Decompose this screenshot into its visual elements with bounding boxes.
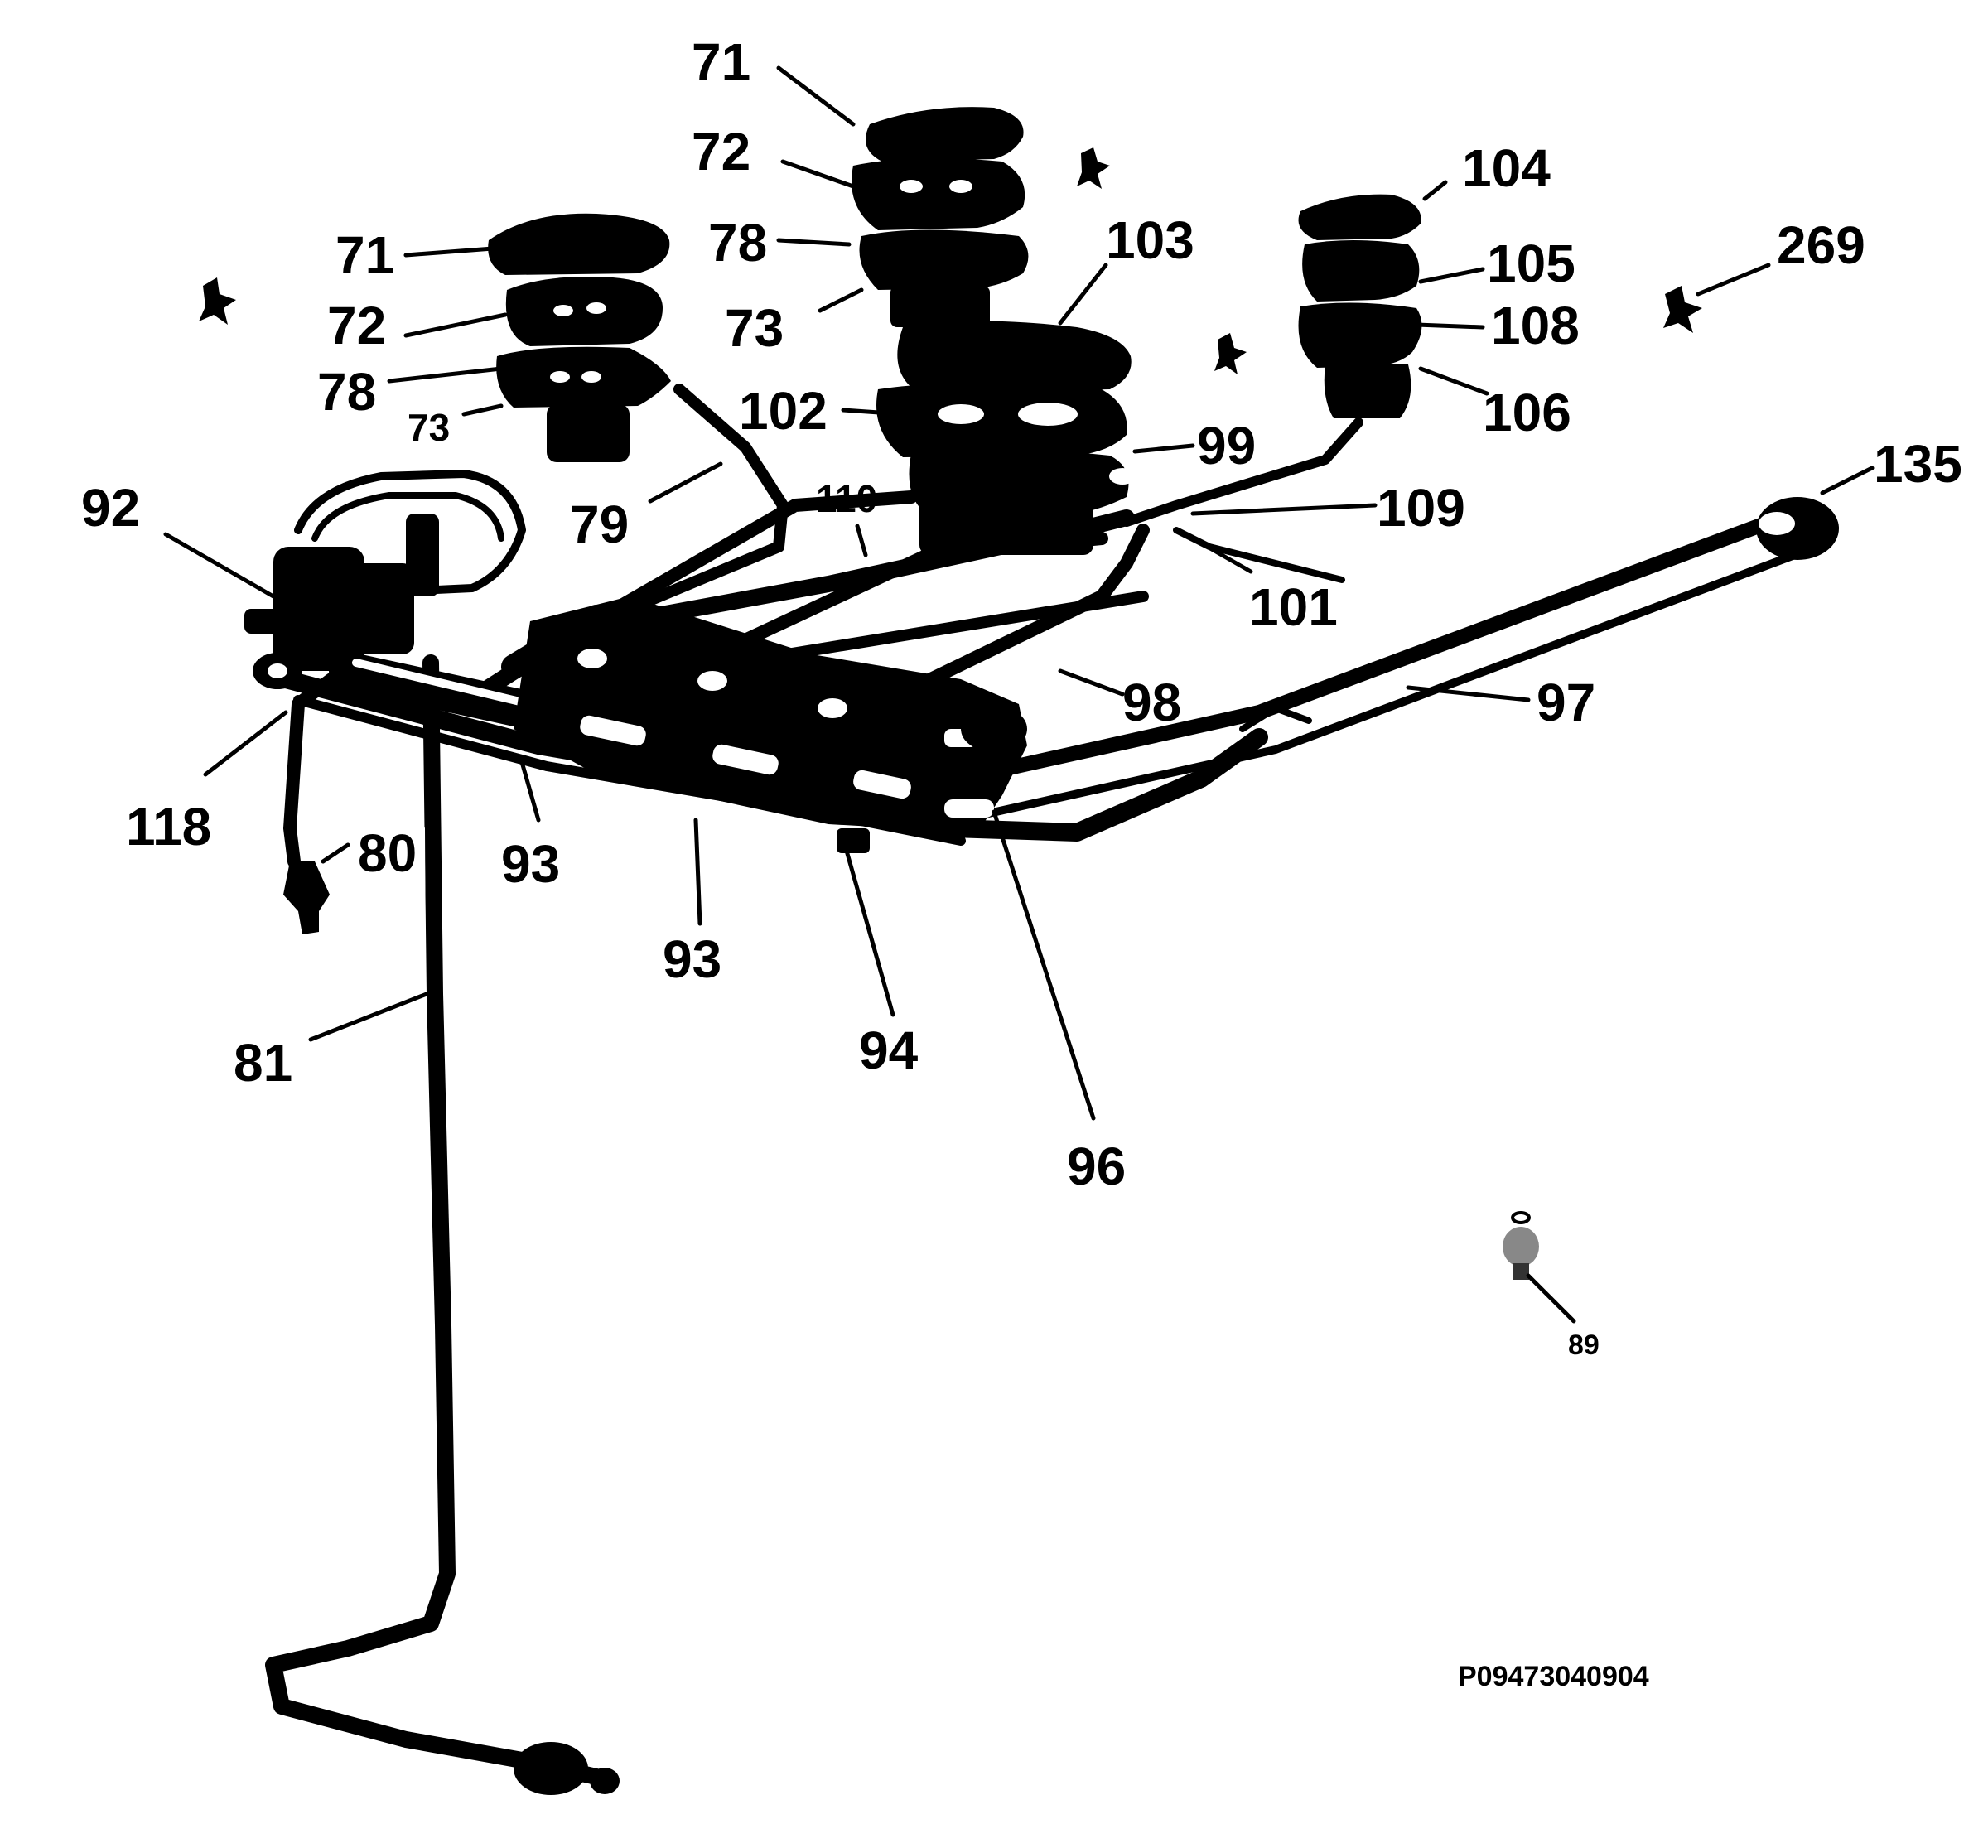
label-89: 89 (1568, 1329, 1600, 1361)
label-108: 108 (1491, 296, 1580, 355)
burner-center (852, 107, 1136, 555)
clip-right (1214, 333, 1247, 374)
label-72-center: 72 (692, 122, 750, 181)
label-135: 135 (1874, 434, 1962, 494)
label-71-left: 71 (335, 225, 394, 285)
leader-lines (163, 65, 1875, 1324)
label-102: 102 (739, 381, 828, 441)
part-labels: 71 72 78 73 71 72 78 73 104 103 105 108 … (81, 32, 1962, 1361)
label-98: 98 (1122, 673, 1181, 732)
label-118: 118 (126, 797, 211, 856)
label-93-left: 93 (501, 834, 560, 894)
label-97: 97 (1537, 673, 1595, 732)
gas-manifold (265, 384, 1810, 1785)
label-101: 101 (1249, 577, 1338, 637)
clip-269 (1663, 286, 1702, 333)
manifold-block (514, 596, 1027, 853)
label-104: 104 (1462, 138, 1551, 198)
part-end-fitting (514, 1742, 588, 1795)
label-93-bottom: 93 (663, 929, 721, 989)
label-80: 80 (358, 823, 417, 883)
clip-left (199, 277, 236, 325)
figure-code: P09473040904 (1458, 1661, 1649, 1692)
label-96: 96 (1067, 1136, 1126, 1196)
label-73-left: 73 (408, 406, 450, 449)
label-110: 110 (816, 477, 877, 520)
label-78-center: 78 (708, 213, 767, 273)
label-103: 103 (1106, 210, 1194, 270)
burner-left (488, 213, 671, 462)
label-79: 79 (570, 495, 629, 554)
label-99: 99 (1197, 416, 1256, 475)
label-78-left: 78 (317, 362, 376, 422)
label-269: 269 (1777, 215, 1865, 275)
label-72-left: 72 (327, 296, 386, 355)
valve-body (244, 514, 557, 731)
burner-right (1298, 194, 1422, 418)
clip-center (1077, 147, 1110, 189)
label-92: 92 (81, 478, 140, 538)
label-71-center: 71 (692, 32, 750, 92)
label-73-center: 73 (725, 298, 784, 358)
label-81: 81 (234, 1033, 292, 1093)
assembly-drawing (199, 107, 1839, 1795)
part-80 (283, 861, 330, 934)
part-89 (1503, 1211, 1539, 1280)
label-109: 109 (1377, 478, 1465, 538)
label-106: 106 (1483, 383, 1571, 442)
label-94: 94 (859, 1021, 919, 1080)
label-105: 105 (1487, 234, 1575, 293)
